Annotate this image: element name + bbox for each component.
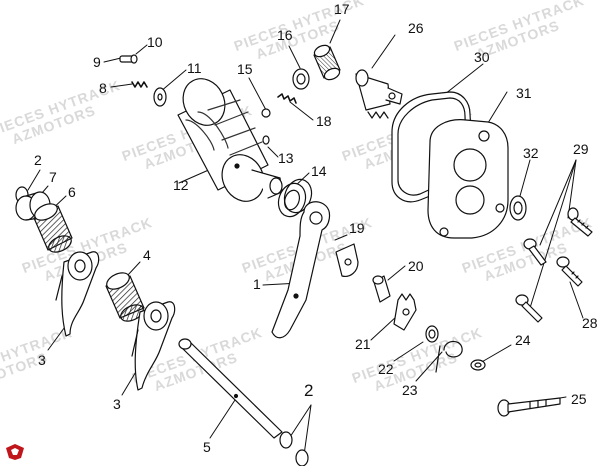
brand-emblem-icon xyxy=(6,444,24,460)
callout-number: 19 xyxy=(349,220,365,236)
roller-6 xyxy=(33,203,73,253)
callout-number: 7 xyxy=(49,169,57,185)
shift-fork-3b xyxy=(131,301,176,391)
pin-13 xyxy=(262,135,270,145)
callout-number: 5 xyxy=(203,439,211,455)
callout-number: 30 xyxy=(474,49,490,65)
washer-24 xyxy=(470,359,486,371)
washer-16 xyxy=(292,68,310,90)
shift-shaft-26 xyxy=(355,69,403,119)
shift-drum-12 xyxy=(177,78,283,202)
callout-number: 25 xyxy=(571,391,587,407)
callout-number: 21 xyxy=(355,336,371,352)
bearing-14 xyxy=(277,178,313,218)
callout-number: 32 xyxy=(523,145,539,161)
callout-number: 20 xyxy=(408,258,424,274)
callout-number: 16 xyxy=(277,27,293,43)
callout-number: 8 xyxy=(99,80,107,96)
gear-segment-21 xyxy=(393,293,417,331)
washer-32 xyxy=(509,195,527,221)
callout-number: 2 xyxy=(34,152,42,168)
callout-number: 26 xyxy=(408,20,424,36)
callout-number: 23 xyxy=(402,382,418,398)
bushing-17 xyxy=(313,44,341,81)
bolt-29a xyxy=(567,207,593,237)
bolt-29c xyxy=(515,294,543,323)
shift-lever-1 xyxy=(271,201,331,339)
callout-number: 6 xyxy=(68,184,76,200)
stopper-19 xyxy=(335,243,359,277)
callout-number: 22 xyxy=(378,361,394,377)
collar-20 xyxy=(372,275,391,303)
bolt-29b xyxy=(523,238,547,266)
callout-number: 15 xyxy=(237,61,253,77)
callout-number: 3 xyxy=(38,352,46,368)
washer-11 xyxy=(153,87,167,107)
callout-number: 9 xyxy=(93,54,101,70)
fork-shaft-5 xyxy=(178,338,283,439)
callout-number: 2 xyxy=(304,381,314,400)
cover-31 xyxy=(427,119,509,239)
callout-number: 12 xyxy=(173,177,189,193)
callout-number: 28 xyxy=(582,315,598,331)
spring-18 xyxy=(277,93,297,104)
callout-number: 11 xyxy=(187,60,202,76)
shift-fork-3a xyxy=(55,251,100,337)
callout-number: 14 xyxy=(311,163,327,179)
callout-number: 4 xyxy=(143,247,151,263)
callout-number: 10 xyxy=(147,34,163,50)
ring-22 xyxy=(425,325,439,343)
detent-pin-10 xyxy=(119,54,138,64)
callout-number: 29 xyxy=(573,141,589,157)
callout-number: 1 xyxy=(253,276,261,292)
callout-number: 13 xyxy=(278,150,294,166)
bearing-7 xyxy=(15,191,51,221)
callout-number: 17 xyxy=(334,1,350,17)
circlip-2b xyxy=(279,431,309,466)
callout-number: 18 xyxy=(316,113,332,129)
roller-4 xyxy=(105,272,145,322)
callout-number: 24 xyxy=(515,332,531,348)
ball-15 xyxy=(261,108,271,118)
bolt-28 xyxy=(556,256,583,287)
bolt-25 xyxy=(497,397,561,417)
spring-8 xyxy=(131,81,148,88)
callout-number: 31 xyxy=(516,85,532,101)
spring-clip-23 xyxy=(435,340,463,373)
callout-number: 3 xyxy=(113,396,121,412)
